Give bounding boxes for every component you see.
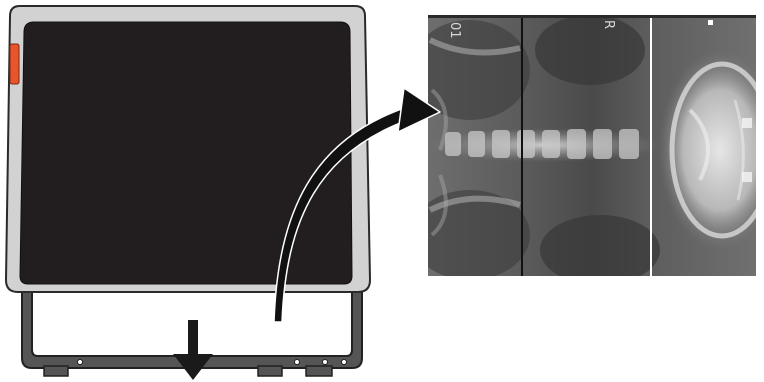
- down-arrow: [173, 320, 213, 380]
- xray-marker-square: [708, 20, 713, 25]
- xray-image: 01 R: [410, 15, 764, 285]
- stand-hole: [342, 360, 347, 365]
- stand-notch: [44, 366, 68, 376]
- detector-tab: [10, 44, 19, 84]
- stand-notch: [306, 366, 332, 376]
- stand-hole: [78, 360, 83, 365]
- xray-marker-number: 01: [447, 22, 462, 39]
- xray-marker-side: R: [601, 20, 616, 29]
- stand-notch: [258, 366, 282, 376]
- stand-hole: [323, 360, 328, 365]
- detector-panel: [20, 22, 352, 284]
- stand-hole: [295, 360, 300, 365]
